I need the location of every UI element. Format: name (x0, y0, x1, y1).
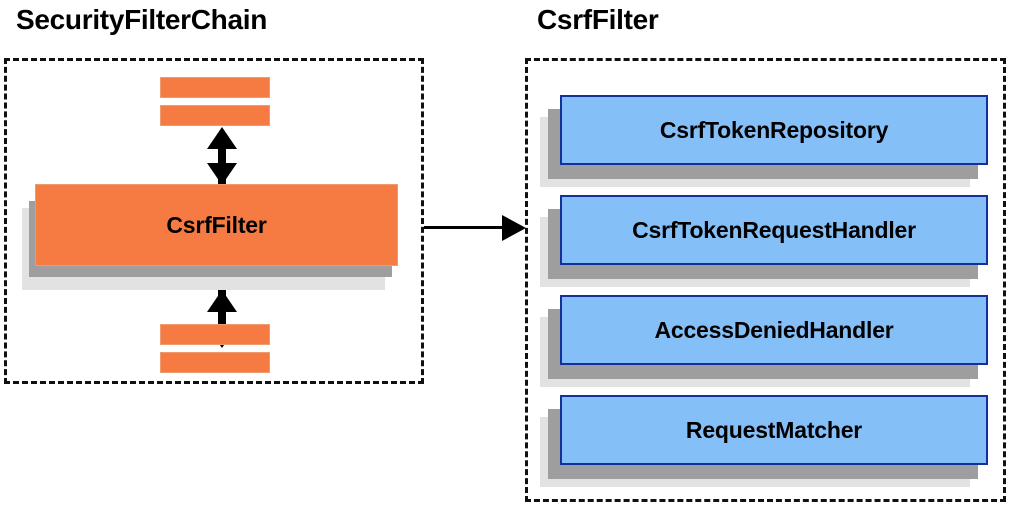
connector-arrow-shaft (424, 226, 506, 229)
box-request-matcher[interactable]: RequestMatcher (540, 395, 988, 487)
panel-title-csrf-filter: CsrfFilter (537, 4, 659, 35)
box-label-csrf-filter: CsrfFilter (166, 211, 267, 238)
filter-bar-below-1 (160, 324, 270, 345)
panel-csrf-filter (525, 58, 1006, 502)
arrow-head-down-icon (207, 163, 237, 185)
panel-security-filter-chain (4, 58, 424, 384)
box-csrf-token-repository[interactable]: CsrfTokenRepository (540, 95, 988, 187)
panel-title-security-filter-chain: SecurityFilterChain (16, 4, 268, 35)
box-face: CsrfTokenRequestHandler (560, 195, 988, 265)
double-arrow-up-icon (207, 127, 237, 185)
filter-bar-above-2 (160, 105, 270, 126)
arrow-head-up-icon (207, 127, 237, 149)
box-face: RequestMatcher (560, 395, 988, 465)
box-label: CsrfTokenRepository (659, 116, 889, 143)
box-face: AccessDeniedHandler (560, 295, 988, 365)
connector-arrow-head-icon (502, 215, 526, 241)
box-csrf-filter[interactable]: CsrfFilter (22, 184, 398, 290)
connector-arrow-icon (424, 215, 526, 241)
box-label: RequestMatcher (685, 416, 863, 443)
box-face: CsrfFilter (35, 184, 398, 266)
box-access-denied-handler[interactable]: AccessDeniedHandler (540, 295, 988, 387)
box-label: CsrfTokenRequestHandler (632, 216, 916, 243)
filter-bar-above-1 (160, 77, 270, 98)
box-csrf-token-request-handler[interactable]: CsrfTokenRequestHandler (540, 195, 988, 287)
filter-bar-below-2 (160, 352, 270, 373)
arrow-shaft (218, 290, 226, 330)
box-face: CsrfTokenRepository (560, 95, 988, 165)
box-label: AccessDeniedHandler (654, 316, 894, 343)
